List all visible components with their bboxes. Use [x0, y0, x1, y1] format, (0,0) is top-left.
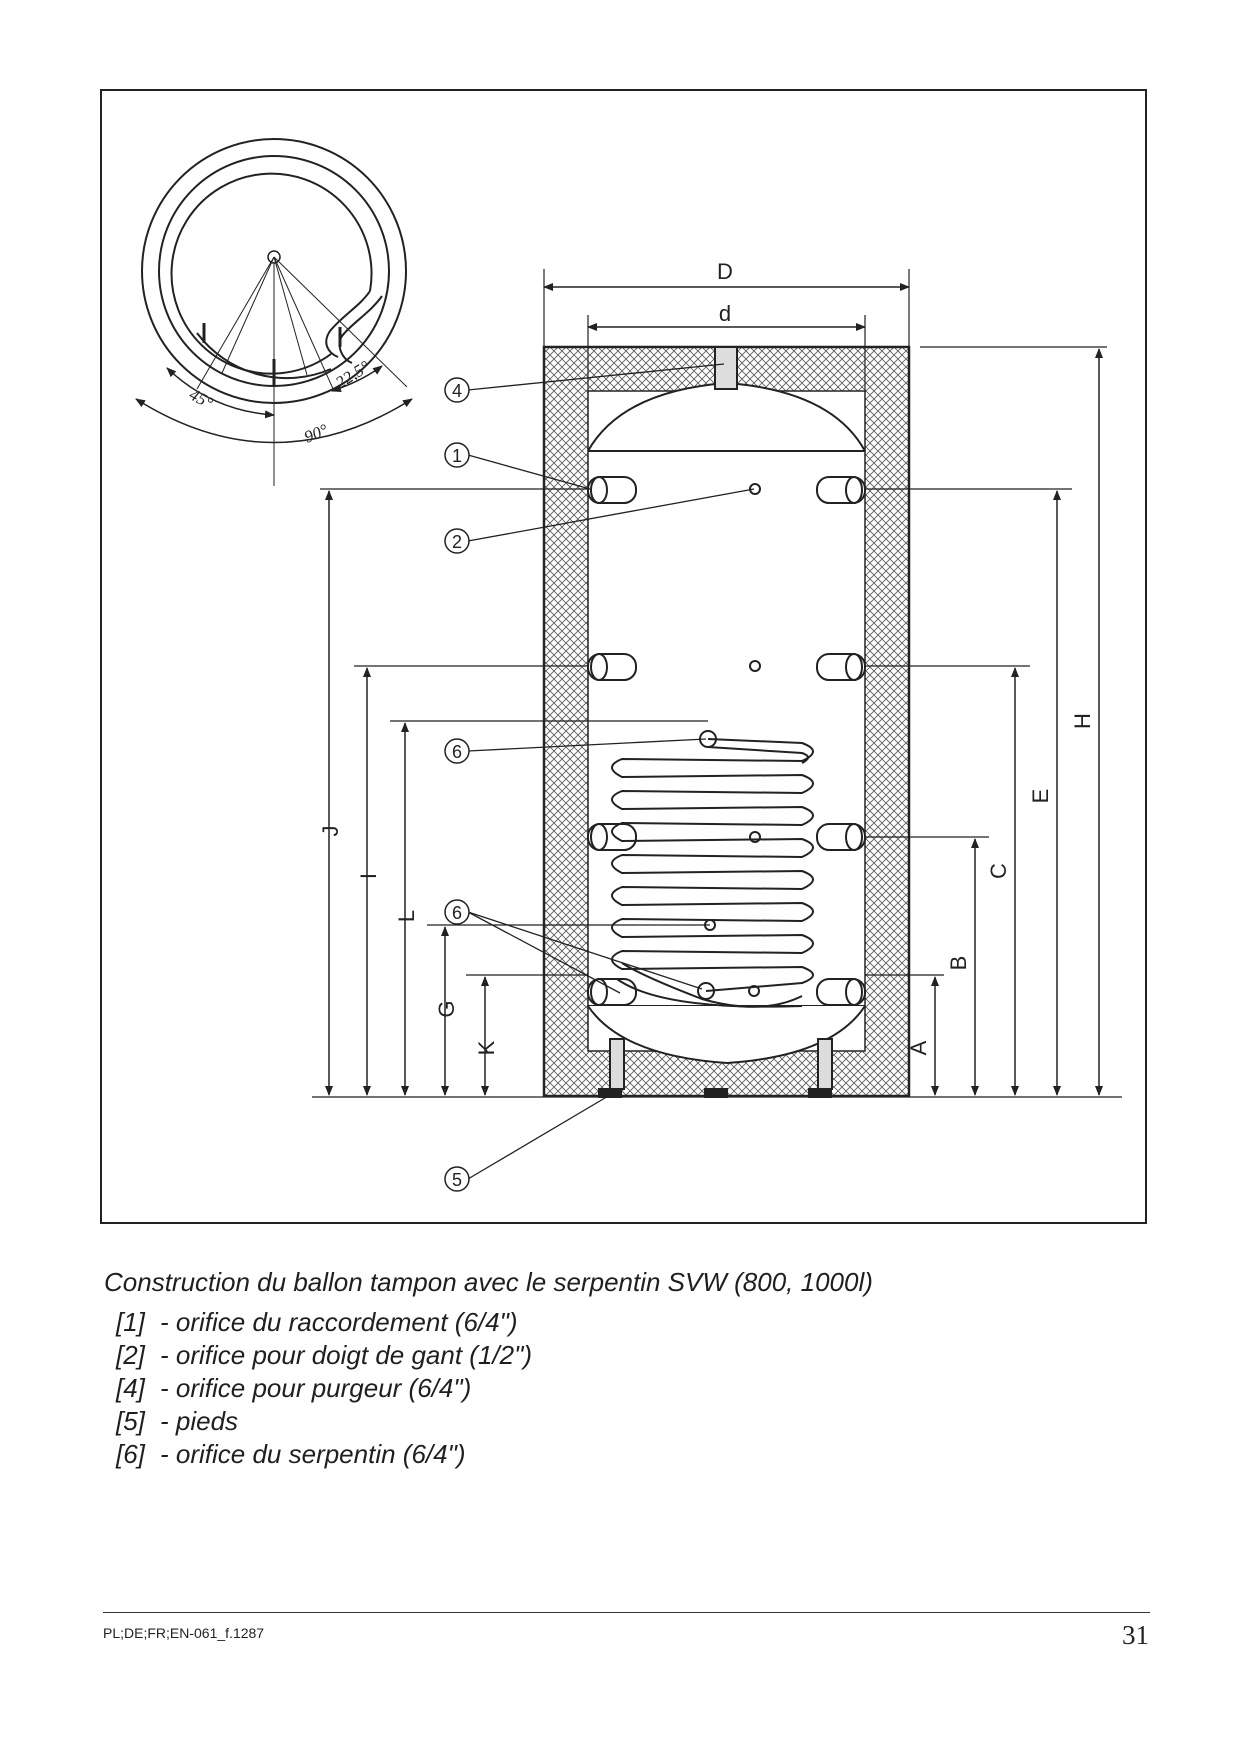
figure-caption: Construction du ballon tampon avec le se…: [104, 1267, 873, 1297]
page-number: 31: [1122, 1620, 1149, 1650]
legend-item: [1] - orifice du raccordement (6/4"): [116, 1306, 532, 1339]
callout-1: 1: [444, 442, 470, 468]
dim-label-I: I: [356, 873, 381, 879]
angle-label-45: 45°: [186, 385, 216, 413]
legend-text: - orifice du raccordement (6/4"): [160, 1307, 518, 1337]
svg-text:2: 2: [452, 532, 462, 552]
legend-list: [1]- orifice du raccordement (6/4") [2]-…: [116, 1306, 532, 1471]
tank-drawing: 45° 22,5° 90°: [135, 138, 1122, 1192]
dim-label-D: D: [717, 259, 733, 284]
legend-text: - orifice pour purgeur (6/4"): [160, 1373, 472, 1403]
legend-code: [1]: [116, 1307, 145, 1337]
legend-code: [4]: [116, 1373, 145, 1403]
dim-label-C: C: [986, 863, 1011, 879]
angle-label-22-5: 22,5°: [332, 357, 373, 393]
legend-text: - pieds: [160, 1406, 239, 1436]
legend-code: [2]: [116, 1340, 145, 1370]
nozzles: [587, 476, 866, 1006]
technical-drawing-frame: 45° 22,5° 90°: [100, 89, 1147, 1224]
dim-label-H: H: [1070, 713, 1095, 729]
legend-code: [6]: [116, 1439, 145, 1469]
callout-6-top: 6: [444, 738, 470, 764]
legend-item: [6] - orifice du serpentin (6/4"): [116, 1438, 532, 1471]
dimension-arrows: [325, 283, 1103, 1096]
legend-text: - orifice du serpentin (6/4"): [160, 1439, 466, 1469]
dim-label-E: E: [1028, 789, 1053, 804]
heating-coil: [611, 738, 814, 1008]
dim-label-A: A: [906, 1040, 931, 1055]
dim-label-B: B: [946, 956, 971, 971]
svg-text:5: 5: [452, 1170, 462, 1190]
top-view: [135, 138, 413, 486]
callout-6-bottom: 6: [444, 899, 470, 925]
callout-2: 2: [444, 528, 470, 554]
callout-leaders: [467, 363, 755, 1180]
legend-item: [2] - orifice pour doigt de gant (1/2"): [116, 1339, 532, 1372]
footer-divider: [103, 1612, 1150, 1613]
document-code: PL;DE;FR;EN-061_f.1287: [103, 1625, 265, 1641]
svg-text:6: 6: [452, 903, 462, 923]
svg-text:6: 6: [452, 742, 462, 762]
svg-text:4: 4: [452, 381, 462, 401]
legend-item: [5] - pieds: [116, 1405, 532, 1438]
extension-lines: [312, 269, 1122, 1098]
callout-4: 4: [444, 377, 470, 403]
callout-5: 5: [444, 1166, 470, 1192]
dim-label-K: K: [474, 1040, 499, 1055]
angle-label-90: 90°: [301, 420, 330, 447]
dim-label-L: L: [394, 910, 419, 922]
legend-text: - orifice pour doigt de gant (1/2"): [160, 1340, 532, 1370]
tank-body: [587, 346, 866, 1098]
dim-label-d: d: [719, 301, 731, 326]
callouts: 4 1 2 6 6 5: [444, 377, 470, 1192]
dim-label-G: G: [434, 1000, 459, 1017]
svg-text:1: 1: [452, 446, 462, 466]
dim-label-J: J: [318, 826, 343, 837]
legend-item: [4] - orifice pour purgeur (6/4"): [116, 1372, 532, 1405]
legend-code: [5]: [116, 1406, 145, 1436]
